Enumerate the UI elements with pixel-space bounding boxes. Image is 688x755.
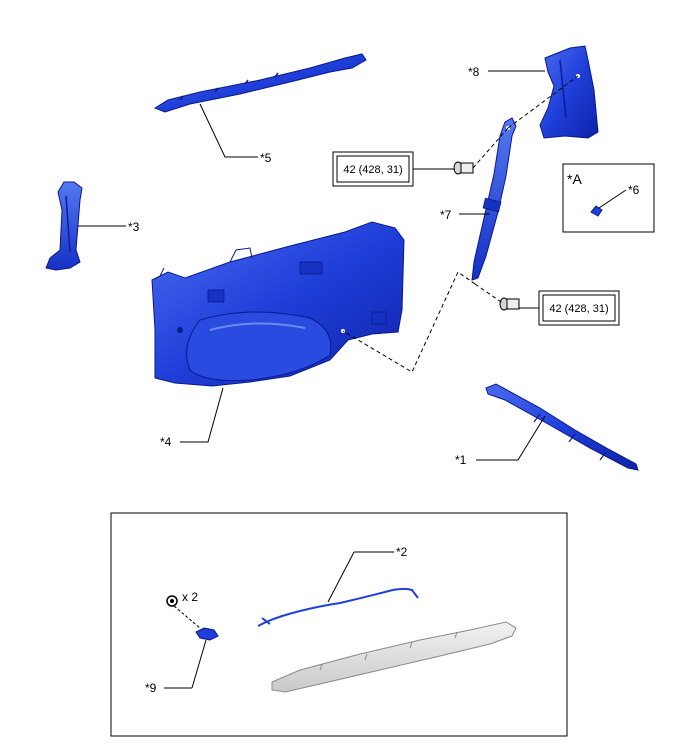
part-9-bracket: [195, 627, 219, 641]
callout-4: *4: [160, 435, 172, 449]
bolt-upper: [453, 161, 474, 175]
alignment-dashed-lines: [342, 75, 579, 373]
leader-lines: [78, 70, 546, 461]
part-5-roof-rail-garnish: [153, 53, 367, 113]
screw-icon: [166, 595, 178, 607]
torque-spec-lower: 42 (428, 31): [549, 303, 608, 315]
torque-box-lower: 42 (428, 31): [519, 290, 620, 326]
part-1-lower-trim: [485, 383, 639, 471]
part-3-pillar-garnish: [45, 181, 83, 271]
callout-8: *8: [468, 65, 480, 79]
callout-9: *9: [145, 681, 157, 695]
torque-spec-upper: 42 (428, 31): [343, 164, 402, 176]
view-a-label: *A: [567, 171, 582, 187]
callout-7: *7: [440, 208, 452, 222]
callout-6: *6: [628, 183, 640, 197]
bolt-lower: [499, 297, 520, 311]
callout-5: *5: [260, 151, 272, 165]
quantity-label: x 2: [182, 590, 198, 604]
part-4-quarter-trim-panel: [151, 221, 405, 387]
torque-box-upper: 42 (428, 31): [332, 151, 455, 187]
detail-box: *2 x 2 *9: [110, 512, 568, 737]
callout-3: *3: [128, 220, 140, 234]
callout-1: *1: [455, 453, 467, 467]
part-2-wire-harness: [257, 587, 419, 627]
part-7-seat-belt: [471, 117, 517, 286]
part-8-upper-trim: [539, 45, 599, 139]
gray-garnish-part: [271, 621, 517, 693]
callout-2: *2: [396, 545, 408, 559]
view-a-box: *A *6: [562, 163, 655, 233]
